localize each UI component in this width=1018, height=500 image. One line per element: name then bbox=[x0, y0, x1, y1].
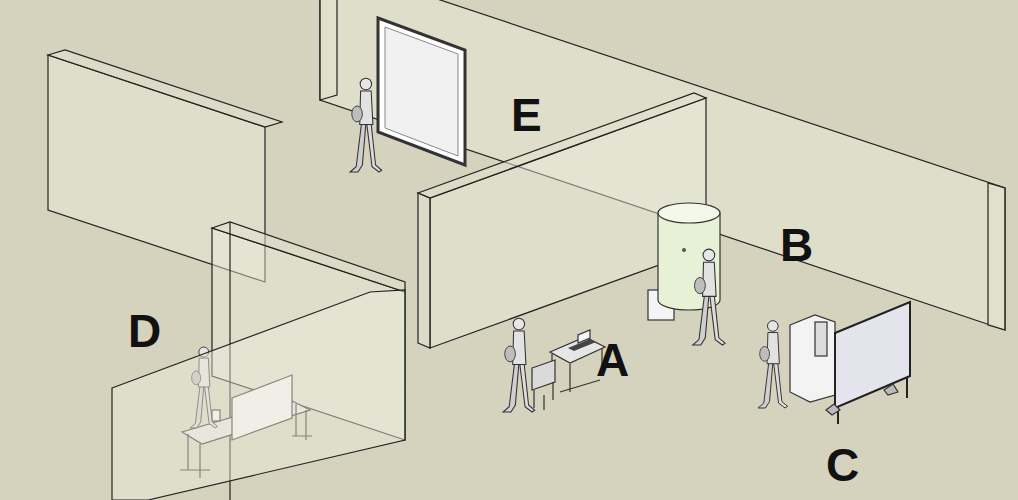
laptop-screen bbox=[578, 330, 590, 343]
person bbox=[758, 321, 788, 408]
rock bbox=[884, 384, 898, 395]
cylinder-mark bbox=[682, 248, 686, 252]
wall-end bbox=[320, 0, 337, 100]
rock bbox=[826, 404, 840, 415]
callout-letter: E bbox=[511, 92, 542, 138]
whiteboard-legs bbox=[838, 377, 907, 424]
callout-letter: B bbox=[780, 222, 813, 268]
cylinder-top bbox=[658, 203, 720, 223]
wall-end bbox=[418, 193, 430, 348]
whiteboard bbox=[835, 302, 910, 408]
chair bbox=[532, 360, 555, 390]
wall-end bbox=[988, 183, 1005, 330]
person bbox=[503, 318, 535, 412]
callout-letter: C bbox=[826, 442, 859, 488]
wall-top bbox=[418, 93, 706, 198]
callout-letter: D bbox=[128, 308, 161, 354]
wall-top bbox=[48, 50, 282, 127]
display-panel bbox=[378, 18, 465, 165]
machine bbox=[790, 315, 835, 402]
desk-legs bbox=[552, 348, 602, 392]
machine-part bbox=[815, 322, 827, 356]
person bbox=[350, 78, 382, 172]
wall-top bbox=[212, 222, 405, 292]
callout-letter: A bbox=[596, 337, 629, 383]
person bbox=[693, 249, 725, 345]
display-panel-face bbox=[385, 27, 458, 156]
room-wall bbox=[112, 290, 405, 500]
chair-legs bbox=[534, 382, 553, 410]
